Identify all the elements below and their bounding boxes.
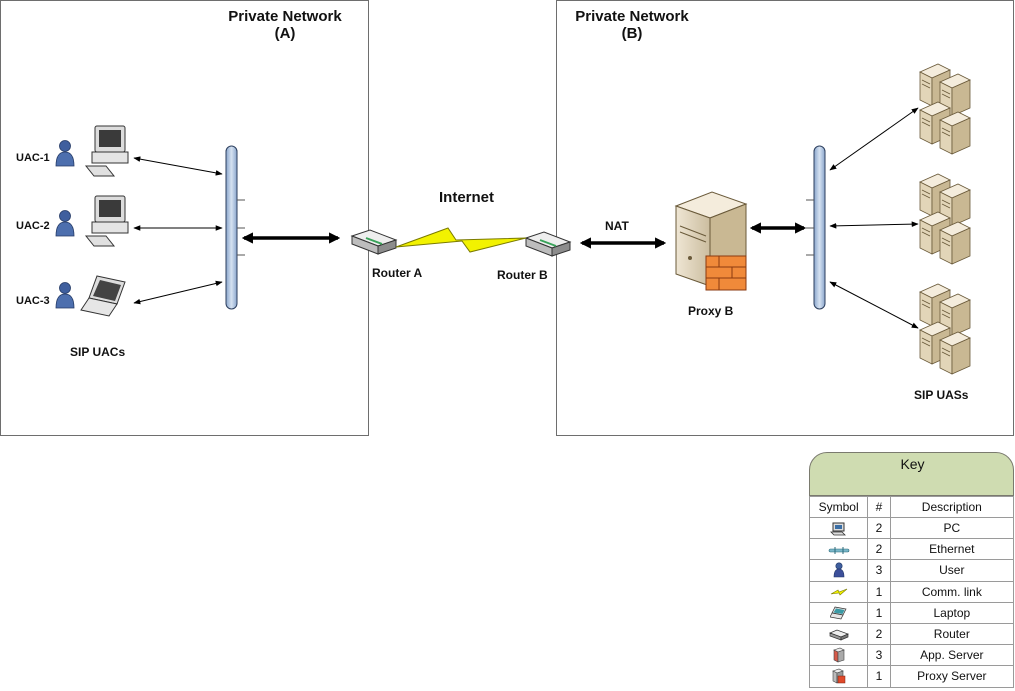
legend-description: Router [889,622,1015,646]
legend-description: Ethernet [889,538,1015,561]
legend-count: 1 [867,580,891,603]
legend-col-description: Description [889,496,1015,518]
router-a-icon [351,229,397,255]
uac-2-user-icon [55,210,75,237]
nat-label: NAT [605,219,629,233]
router-a-label: Router A [372,266,423,280]
network-b-title: Private Network (B) [571,8,693,42]
uas-2-link [829,221,919,229]
legend-count: 1 [867,601,891,624]
network-a-title: Private Network (A) [224,8,346,42]
uas-1-link [829,107,919,171]
proxy-server-icon [831,669,845,684]
legend-symbol [808,622,869,646]
legend-count: 2 [867,538,891,561]
legend-symbol [808,559,869,582]
legend-header-row: Symbol # Description [808,496,1015,518]
legend-description: Proxy Server [889,665,1015,688]
uac-3-link [133,280,223,305]
app-server-1-icon [919,63,971,155]
uas-3-link [829,281,919,329]
legend-symbol [808,665,869,688]
internet-label: Internet [439,189,495,206]
legend-header: Key [809,452,1014,496]
legend-count: 1 [867,665,891,688]
legend-symbol [808,516,869,540]
uac-2-label: UAC-2 [16,220,50,232]
uac-2-pc-icon [85,195,129,247]
user-icon [833,562,844,578]
sip-uass-label: SIP UASs [914,388,969,402]
uac-3-laptop-icon [80,275,126,317]
legend-row: 2 PC [808,516,1015,540]
app-server-3-icon [919,283,971,375]
uac-3-user-icon [55,282,75,309]
uac-3-label: UAC-3 [16,295,50,307]
legend-count: 2 [867,516,891,540]
router-b-icon [525,231,571,257]
uac-1-link [133,156,223,176]
uac-1-pc-icon [85,125,129,177]
legend-table: Symbol # Description 2 PC 2 Ethernet 3 U… [808,496,1015,688]
legend-description: PC [889,516,1015,540]
legend-row: 1 Laptop [808,601,1015,624]
uac-1-label: UAC-1 [16,152,50,164]
pc-icon [829,522,846,535]
uac-1-user-icon [55,140,75,167]
network-b-sub: (B) [621,25,643,42]
legend-col-symbol: Symbol [808,496,869,518]
legend-description: User [889,559,1015,582]
legend-row: 2 Router [808,622,1015,646]
legend-row: 1 Proxy Server [808,665,1015,688]
sip-uacs-label: SIP UACs [70,345,126,359]
proxy-label: Proxy B [688,304,734,318]
laptop-icon [829,606,847,620]
legend-row: 3 App. Server [808,644,1015,667]
legend-description: Laptop [889,601,1015,624]
legend-row: 2 Ethernet [808,538,1015,561]
router-b-label: Router B [497,268,548,282]
comm-link-icon [395,227,527,253]
legend-symbol [808,538,869,561]
legend-symbol [808,601,869,624]
app-server-icon [832,647,845,663]
legend-count: 3 [867,559,891,582]
legend-symbol [808,580,869,603]
legend-count: 2 [867,622,891,646]
network-b-title-line: Private Network [575,8,689,25]
legend-title: Key [900,456,925,472]
network-a-title-line: Private Network [228,8,342,25]
proxy-server-icon [674,191,748,291]
network-a-sub: (A) [274,25,296,42]
legend-row: 3 User [808,559,1015,582]
ethernet-icon [828,547,849,555]
legend-row: 1 Comm. link [808,580,1015,603]
comm-link-icon [830,589,847,596]
legend-symbol [808,644,869,667]
router-icon [828,629,849,641]
ethernet-bus-b [806,145,826,310]
legend-description: App. Server [889,644,1015,667]
legend-count: 3 [867,644,891,667]
legend-description: Comm. link [889,580,1015,603]
legend-key: Key Symbol # Description 2 PC 2 Ethernet… [808,452,1015,690]
ethernet-bus-a [225,145,245,310]
legend-col-count: # [867,496,891,518]
app-server-2-icon [919,173,971,265]
